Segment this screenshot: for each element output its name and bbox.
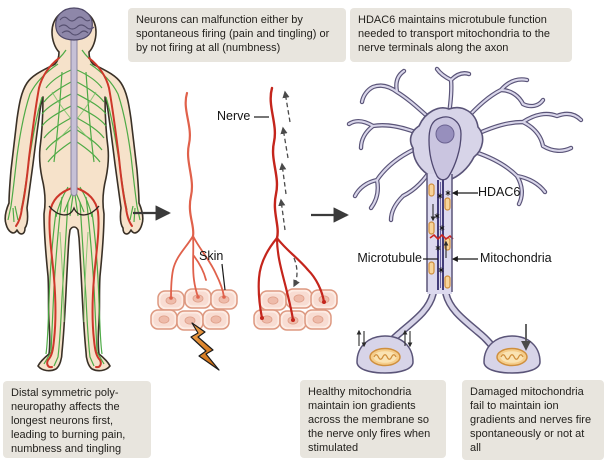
red-nerves <box>15 57 133 369</box>
body-illustration <box>4 7 144 372</box>
mitochondria-label: Mitochondria <box>480 251 552 265</box>
lightning-bolt-icon <box>190 322 220 371</box>
skin-cells-right <box>253 288 338 331</box>
skin-label: Skin <box>199 249 224 263</box>
microtubule-label: Microtubule <box>357 251 422 265</box>
neuron-illustration <box>349 69 581 374</box>
hdac6-label: HDAC6 <box>478 185 521 199</box>
nucleus <box>428 116 462 181</box>
ion-exchange-icon-left <box>356 329 413 348</box>
brain-icon <box>55 7 95 41</box>
nerve-label: Nerve <box>217 109 251 123</box>
impulse-arrow-icons <box>278 90 300 288</box>
transport-arrows <box>430 204 449 258</box>
spinal-cord <box>70 39 78 197</box>
skin-pointer-line <box>221 263 226 291</box>
textbox-healthy-mitochondria: Healthy mitochondria maintain ion gradie… <box>300 380 446 458</box>
nerve-terminal-damaged <box>483 324 541 374</box>
textbox-damaged-mitochondria: Damaged mitochondria fail to maintain io… <box>462 380 604 460</box>
nerve-fiber-right <box>257 86 326 322</box>
textbox-malfunction: Neurons can malfunction either by sponta… <box>128 8 346 62</box>
textbox-hdac6: HDAC6 maintains microtubule function nee… <box>350 8 572 62</box>
nerve-fiber-left <box>169 91 226 300</box>
nerve-skin-illustration <box>150 86 338 371</box>
damage-zigzag <box>429 233 454 241</box>
nerve-terminal-healthy <box>356 329 414 374</box>
textbox-polyneuropathy: Distal symmetric poly-neuropathy affects… <box>3 381 151 458</box>
buttock-line <box>48 205 100 216</box>
